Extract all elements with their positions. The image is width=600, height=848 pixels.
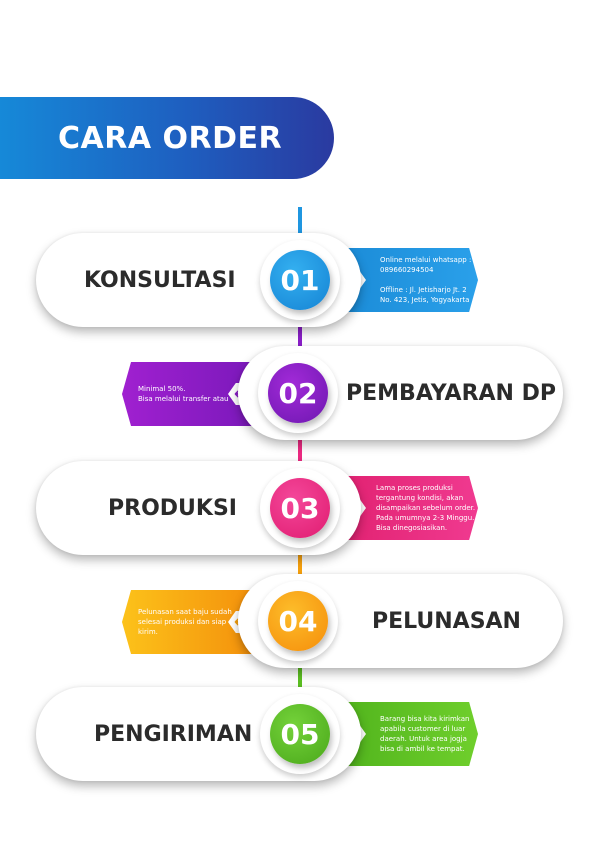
step-2-label: PEMBAYARAN DP [346, 380, 557, 406]
connector-line-1 [298, 207, 302, 247]
step-4-info-text: Pelunasan saat baju sudah selesai produk… [138, 608, 232, 636]
step-2-number-badge: 02 [268, 363, 328, 423]
step-5-info-text: Barang bisa kita kirimkan apabila custom… [380, 715, 470, 753]
step-3-number: 03 [280, 491, 320, 525]
step-3-info-text: Lama proses produksi tergantung kondisi,… [376, 484, 476, 532]
step-1-label: KONSULTASI [84, 267, 236, 293]
step-1-number: 01 [280, 263, 320, 297]
step-5-number-badge: 05 [270, 704, 330, 764]
step-3-label: PRODUKSI [108, 495, 237, 521]
connector-line-3 [298, 440, 302, 480]
title-banner: CARA ORDER [0, 97, 334, 179]
step-5-number: 05 [280, 717, 320, 751]
step-4-label: PELUNASAN [372, 608, 521, 634]
step-1-number-badge: 01 [270, 250, 330, 310]
page-title: CARA ORDER [58, 120, 283, 156]
step-4-number: 04 [278, 604, 318, 638]
step-3-number-badge: 03 [270, 478, 330, 538]
step-2-number: 02 [278, 376, 318, 410]
step-1-info-text: Online melalui whatsapp : 089660294504 O… [380, 256, 472, 304]
step-4-number-badge: 04 [268, 591, 328, 651]
step-5-label: PENGIRIMAN [94, 721, 253, 747]
step-2-info-text: Minimal 50%. Bisa melalui transfer atau [138, 385, 229, 403]
